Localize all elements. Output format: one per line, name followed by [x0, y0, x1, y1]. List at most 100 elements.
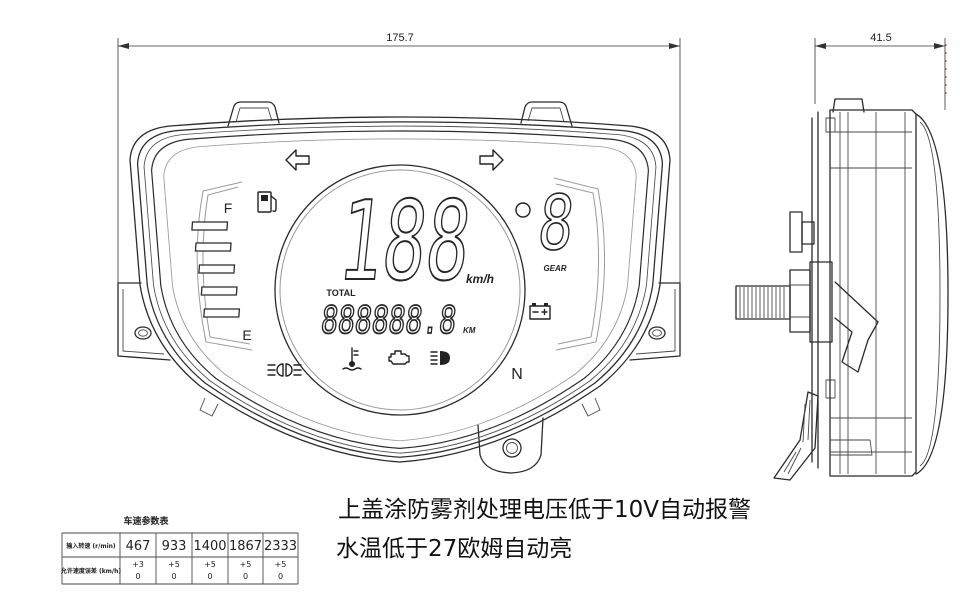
odometer-label: TOTAL	[326, 288, 356, 298]
center-dial-ring	[274, 164, 526, 416]
table-frame	[61, 532, 299, 585]
side-housing	[829, 109, 917, 477]
speed-parameter-table: 车速参数表 输入转速 (r/min) 467 933 1400 1867 233…	[60, 515, 299, 585]
side-lens	[915, 113, 949, 475]
fuel-bar	[203, 308, 241, 318]
connector-nut	[789, 269, 811, 333]
table-cell-lower: 0	[243, 572, 248, 581]
left-turn-icon	[285, 149, 310, 171]
high-beam-icon	[430, 351, 450, 365]
speed-unit: km/h	[466, 272, 494, 286]
fuel-gauge-frame-inner	[202, 186, 251, 345]
gear-value: 8	[534, 179, 578, 267]
gear-frame	[553, 177, 606, 351]
speed-value: 188	[333, 178, 476, 305]
center-dial-ring-inner	[279, 169, 521, 411]
internal-bracket	[834, 281, 879, 373]
side-view: 41.5	[735, 32, 949, 481]
table-cell-lower: 0	[171, 572, 176, 581]
fuel-bar	[198, 264, 236, 274]
side-bracket-left	[117, 282, 171, 361]
gear-label: GEAR	[543, 264, 566, 273]
table-cell-upper: +5	[204, 560, 216, 569]
table-cell-upper: +5	[240, 560, 252, 569]
lower-housing-foot	[830, 439, 873, 456]
bottom-tab	[477, 417, 544, 474]
side-bracket-right-inner	[635, 289, 676, 355]
depth-dimension: 41.5	[814, 32, 947, 110]
mounting-hole-left-inner	[138, 329, 148, 337]
table-cell-lower: 0	[207, 572, 212, 581]
table-title: 车速参数表	[123, 515, 169, 527]
bottom-tab-hole-inner	[506, 442, 518, 454]
odometer-unit: KM	[463, 326, 476, 335]
housing-bands	[830, 131, 912, 453]
upper-stud-base	[801, 221, 815, 245]
upper-stud	[789, 211, 803, 253]
table-cell-upper: +5	[168, 560, 180, 569]
table-row-label: 允许速度误差 (km/h)	[60, 567, 122, 575]
side-flange	[811, 111, 819, 469]
table-grid	[62, 533, 298, 584]
fuel-level-bars	[191, 221, 241, 318]
width-dimension: 175.7	[117, 32, 681, 283]
lower-lug-right	[581, 397, 601, 417]
table-cell: 1867	[229, 539, 262, 554]
fuel-bar	[191, 221, 229, 231]
depth-arrow-left-icon	[815, 43, 826, 49]
depth-arrow-right-icon	[934, 43, 945, 49]
battery-icon	[529, 303, 551, 320]
depth-dimension-label: 41.5	[870, 32, 891, 44]
fuel-gauge-frame	[196, 181, 253, 351]
table-cell: 2333	[264, 539, 297, 554]
top-ear-left	[227, 101, 280, 127]
width-dimension-label: 175.7	[386, 32, 414, 44]
table-cell: 467	[126, 539, 151, 554]
table-cell: 933	[162, 539, 187, 554]
table-cell-lower: 0	[135, 572, 140, 581]
odometer-readout: 888888.8	[318, 297, 459, 343]
connector-boss	[809, 261, 833, 343]
front-view: F E 188 km/h 8 GEAR TOTAL 888888.8 KM	[117, 101, 681, 474]
connector-nut-lines	[790, 284, 810, 318]
lower-lug-left	[199, 397, 219, 417]
water-temperature-icon	[342, 347, 362, 371]
mounting-hole-right	[648, 326, 666, 340]
right-turn-icon	[479, 149, 504, 171]
note-line-1: 上盖涂防雾剂处理电压低于10V自动报警	[338, 497, 751, 523]
table-cell-upper: +5	[275, 560, 287, 569]
thread-hatching	[739, 287, 785, 318]
mounting-hole-left	[134, 326, 152, 340]
dimension-arrow-left-icon	[118, 43, 129, 49]
top-ear-right-inner	[527, 107, 565, 123]
note-line-2: 水温低于27欧姆自动亮	[336, 536, 572, 562]
table-row-label: 输入转速 (r/min)	[66, 542, 116, 550]
gear-readout: 8	[533, 178, 579, 268]
side-top-tab	[832, 98, 865, 113]
engine-icon	[388, 350, 410, 365]
top-ear-left-inner	[235, 107, 273, 123]
side-bracket-right	[629, 282, 681, 361]
indicator-lamp-icon	[515, 202, 531, 218]
bottom-tab-hole	[502, 438, 522, 458]
fuel-empty-label: E	[242, 327, 251, 343]
table-cell-upper: +3	[132, 560, 144, 569]
fuel-full-label: F	[224, 200, 233, 216]
position-lamp-icon	[267, 363, 302, 377]
table-cell: 1400	[193, 539, 226, 554]
odometer-value: 888888.8	[319, 298, 458, 342]
lower-bracket-hatching	[783, 399, 811, 475]
lower-bracket	[773, 391, 819, 481]
fuel-pump-icon	[257, 191, 277, 213]
speed-readout: 188	[332, 177, 477, 306]
gear-frame-inner	[555, 183, 600, 345]
side-lens-inner	[919, 121, 941, 467]
dimension-arrow-right-icon	[669, 43, 680, 49]
top-ear-right	[520, 101, 573, 127]
mounting-hole-right-inner	[652, 329, 662, 337]
neutral-label: N	[511, 366, 523, 383]
fuel-bar	[194, 242, 232, 252]
table-cell-lower: 0	[278, 572, 283, 581]
fuel-bar	[200, 286, 238, 296]
